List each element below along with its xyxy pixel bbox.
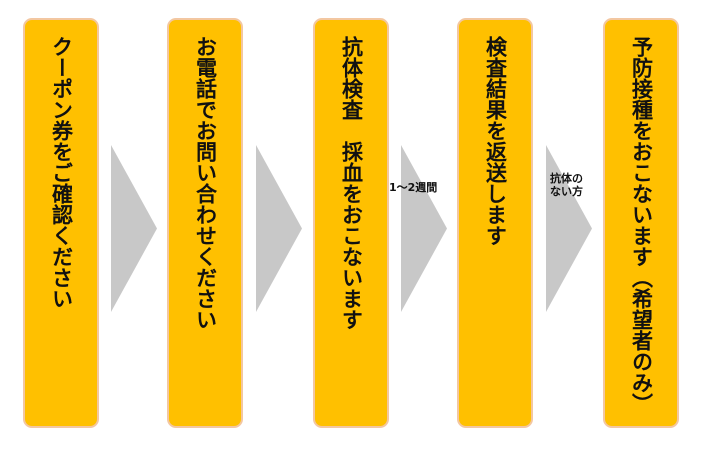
step-vaccination: 予防接種をおこないます（希望者のみ）: [603, 18, 679, 428]
step-results-returned: 検査結果を返送します: [457, 18, 533, 428]
step-phone-inquiry: お電話でお問い合わせください: [167, 18, 243, 428]
arrow-condition-line1: 抗体の: [550, 172, 583, 185]
arrow-step1-to-step2: [111, 145, 157, 312]
arrow-step2-to-step3: [256, 145, 302, 312]
step-coupon-check-label: クーポン券をご確認ください: [49, 36, 74, 309]
step-phone-inquiry-label: お電話でお問い合わせください: [193, 36, 218, 330]
arrow-step4-to-step5: [546, 145, 592, 312]
arrow-condition-line2: ない方: [550, 185, 583, 198]
step-results-returned-label: 検査結果を返送します: [483, 36, 508, 246]
step-coupon-check: クーポン券をご確認ください: [23, 18, 99, 428]
step-vaccination-label: 予防接種をおこないます（希望者のみ）: [629, 36, 654, 414]
arrow-step3-to-step4: [401, 145, 447, 312]
step-antibody-test-label: 抗体検査 採血をおこないます: [339, 36, 364, 330]
arrow-duration-label: 1～2週間: [389, 181, 438, 194]
arrow-condition-label: 抗体の ない方: [550, 172, 583, 198]
step-antibody-test: 抗体検査 採血をおこないます: [313, 18, 389, 428]
